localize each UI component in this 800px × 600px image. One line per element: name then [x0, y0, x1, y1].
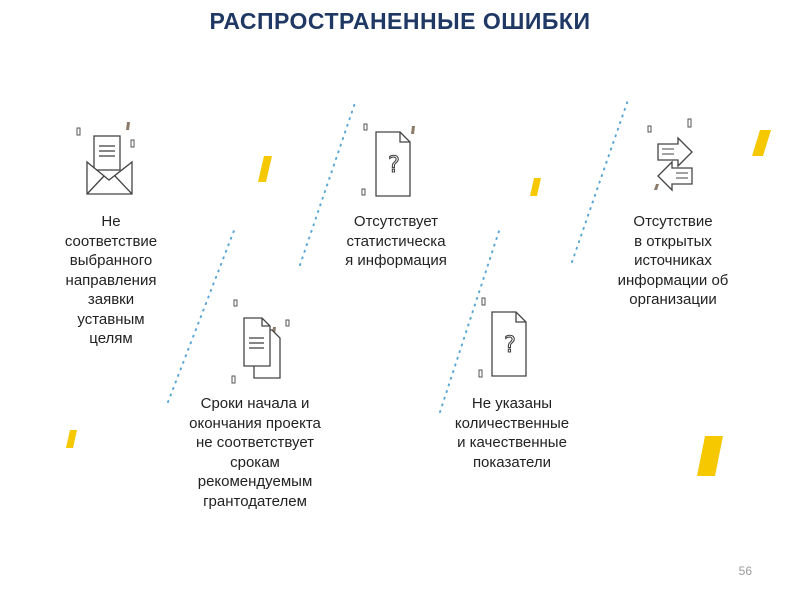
- documents-icon: [243, 317, 281, 379]
- outline-mark: [478, 369, 483, 378]
- dotted-line-1: [167, 227, 236, 403]
- error-caption-1: Не соответствие выбранного направления з…: [64, 213, 158, 347]
- sparkle-mark: [126, 122, 130, 130]
- yellow-shape-3: [752, 130, 771, 156]
- dotted-line-4: [571, 99, 629, 263]
- error-caption-5: Отсутствие в открытых источниках информа…: [617, 213, 729, 308]
- outline-mark: [363, 123, 368, 131]
- svg-text:?: ?: [504, 333, 516, 358]
- yellow-shape-5: [697, 436, 723, 476]
- yellow-shape-2: [530, 178, 541, 196]
- page-title: РАСПРОСТРАНЕННЫЕ ОШИБКИ: [209, 8, 591, 34]
- sparkle-mark: [654, 184, 659, 190]
- dotted-line-2: [299, 99, 357, 266]
- outline-mark: [285, 319, 290, 327]
- question-document-icon: ?: [375, 131, 411, 197]
- question-document-icon: ?: [491, 311, 527, 377]
- error-caption-3: Отсутствует статистическа я информация: [345, 213, 447, 269]
- outline-mark: [687, 118, 692, 128]
- yellow-shape-1: [258, 156, 272, 182]
- outline-mark: [76, 127, 81, 136]
- dotted-lines: [167, 99, 629, 413]
- svg-text:?: ?: [388, 153, 400, 178]
- outline-mark: [481, 297, 486, 306]
- error-caption-2: Сроки начала и окончания проекта не соот…: [189, 395, 321, 510]
- dotted-line-3: [439, 227, 501, 413]
- yellow-shapes: [66, 130, 771, 476]
- outline-mark: [361, 188, 366, 196]
- outline-mark: [647, 125, 652, 133]
- yellow-shape-4: [66, 430, 77, 448]
- outline-mark: [130, 139, 135, 148]
- sparkle-mark: [411, 126, 415, 134]
- error-caption-4: Не указаны количественные и качественные…: [454, 395, 570, 471]
- envelope-icon: [86, 135, 133, 195]
- outline-mark: [231, 375, 236, 384]
- outline-marks: [76, 118, 692, 384]
- outline-mark: [233, 299, 238, 307]
- exchange-arrows-icon: [657, 136, 693, 192]
- page-number: 56: [738, 564, 752, 578]
